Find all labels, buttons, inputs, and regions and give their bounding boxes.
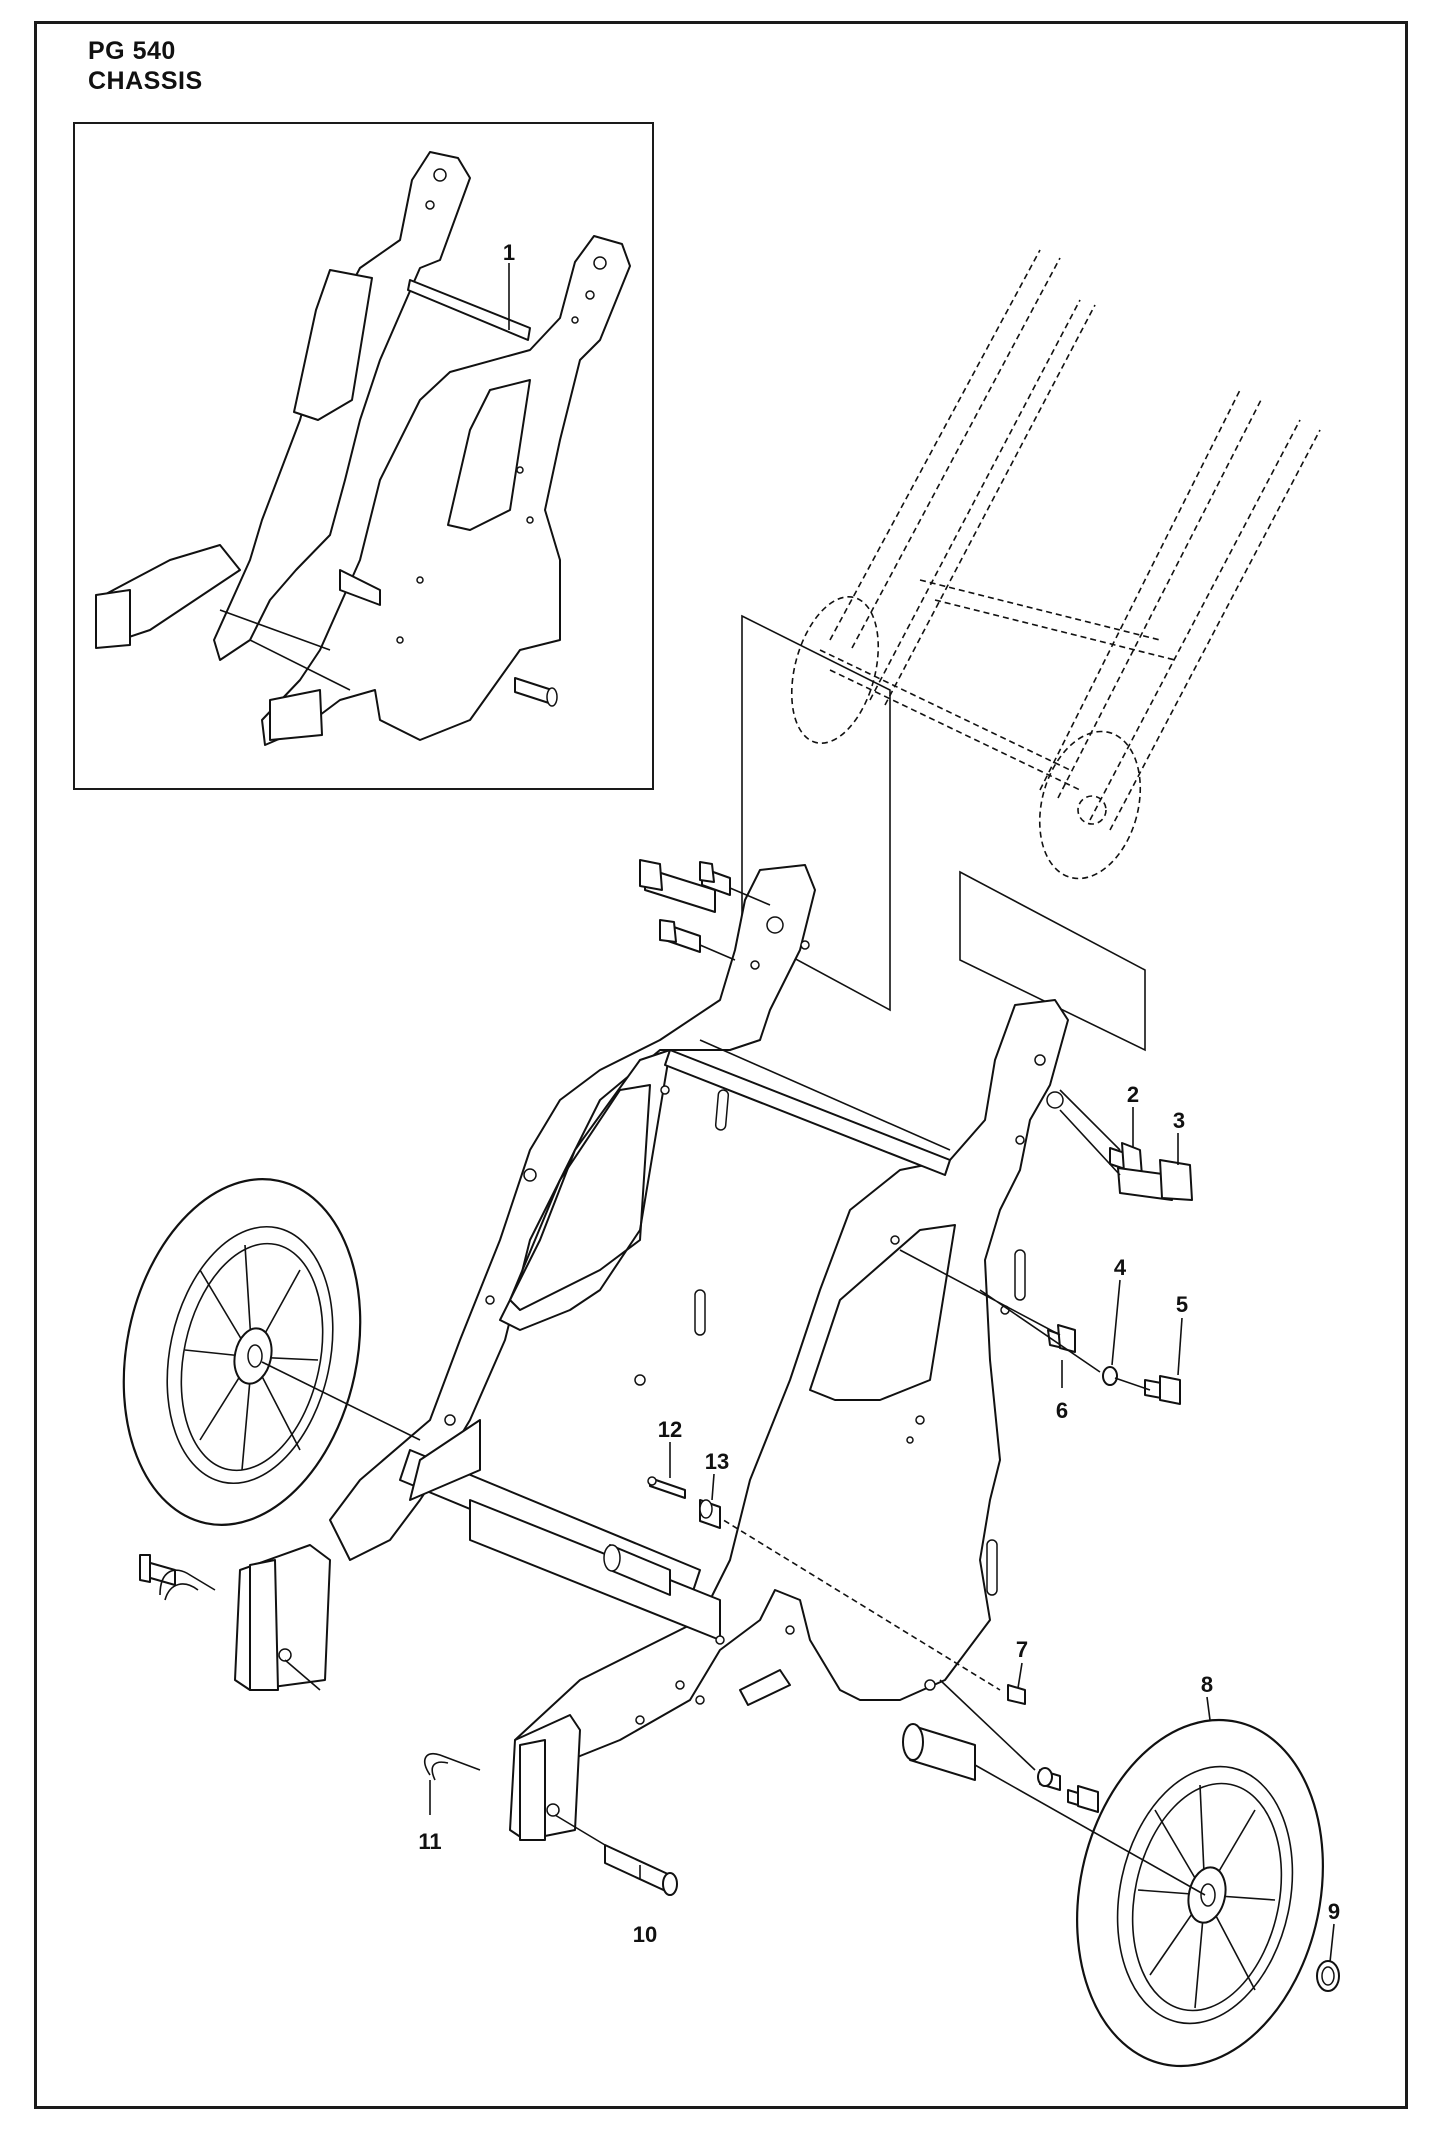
callout-11: 11 [418,1829,441,1854]
callout-7: 7 [1016,1637,1028,1662]
callout-13: 13 [705,1449,729,1474]
section-label: CHASSIS [88,67,203,95]
callout-4: 4 [1114,1255,1127,1280]
fasteners [139,859,1206,1896]
callout-leaders [429,263,1335,1963]
assembly-inset-frame [73,122,654,790]
page-title: PG 540 CHASSIS [88,36,203,96]
callout-2: 2 [1127,1082,1139,1107]
drawing-sheet-border [34,21,1408,2109]
callout-9: 9 [1328,1899,1340,1924]
callout-12: 12 [658,1417,682,1442]
callout-3: 3 [1173,1108,1185,1133]
callout-5: 5 [1176,1292,1188,1317]
handle-frame-reference [741,249,1321,1052]
main-chassis-drawing [234,864,1069,1841]
left-wheel [122,1178,421,1526]
model-label: PG 540 [88,37,176,65]
callout-6: 6 [1056,1398,1068,1423]
callout-numbers: 1 2 3 4 5 6 7 8 9 10 11 12 13 [418,240,1340,1947]
callout-1: 1 [503,240,515,265]
inset-chassis-drawing [95,151,631,746]
callout-8: 8 [1201,1672,1213,1697]
callout-10: 10 [633,1922,657,1947]
